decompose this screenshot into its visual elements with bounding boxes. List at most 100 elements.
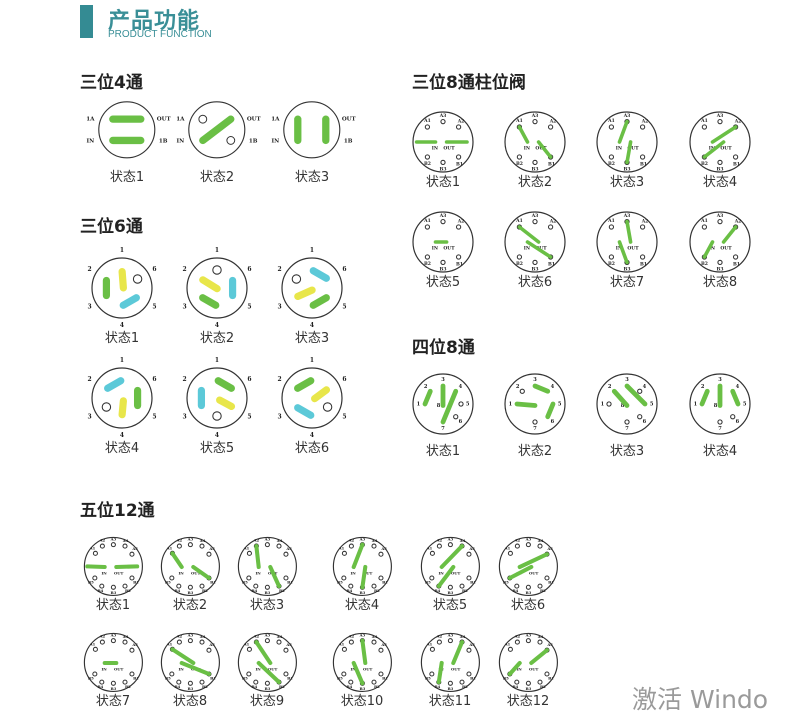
- port-label-B3: B3: [717, 167, 724, 173]
- port-label-B1: B1: [287, 675, 293, 680]
- port-label-A2: A2: [549, 119, 557, 125]
- port-hole-B5: [91, 575, 97, 581]
- port-label-1: 1: [509, 402, 513, 408]
- valve-diagram-svg: A1A2A3A4A5B1B2B3B4B5INOUT: [332, 632, 392, 692]
- port-hole-A1: [92, 550, 98, 556]
- port-label-A5: A5: [468, 642, 475, 647]
- port-hole-A3: [447, 637, 453, 643]
- port-hole-B3: [264, 680, 270, 686]
- port-label-B2: B2: [516, 261, 523, 267]
- port-label-A2: A2: [641, 219, 649, 225]
- port-hole-B2: [537, 583, 543, 589]
- port-hole-B1: [732, 254, 739, 260]
- port-label-2: 2: [277, 376, 281, 383]
- port-label-A1: A1: [337, 545, 344, 550]
- port-label-7: 7: [533, 426, 537, 432]
- port-hole-A5: [378, 647, 384, 653]
- valve-state-diagram: A1A2A3A4A5B1B2B3B4B5INOUT: [482, 520, 575, 613]
- port-label-B2: B2: [701, 161, 708, 167]
- port-hole-A3: [264, 541, 270, 547]
- port-label-A3: A3: [186, 632, 193, 637]
- valve-state-diagram: A1A3A2B2B3B1INOUT: [579, 194, 675, 290]
- port-label-1: 1: [694, 402, 698, 408]
- port-label-A2: A2: [513, 633, 520, 638]
- port-hole-B2: [516, 154, 523, 160]
- state-label: 状态2: [199, 331, 235, 346]
- valve-state-diagram: A1A3A2B2B3B1INOUT: [579, 94, 675, 190]
- port-label-8: 8: [437, 403, 441, 409]
- port-hole-A1: [341, 646, 347, 652]
- state-label: 状态6: [517, 275, 553, 290]
- port-hole-1: [212, 265, 222, 275]
- port-label-IN: IN: [255, 570, 261, 575]
- port-label-A4: A4: [275, 633, 282, 638]
- port-hole-B3: [525, 680, 531, 686]
- valve-diagram-svg: 12345678: [596, 373, 658, 435]
- port-hole-B1: [283, 671, 289, 677]
- valve-state-diagram: 123456: [74, 240, 170, 336]
- state-label: 状态1: [425, 444, 461, 459]
- port-hole-B1: [732, 154, 739, 160]
- port-label-A3: A3: [186, 536, 193, 541]
- port-hole-6: [730, 414, 736, 420]
- port-hole-B1: [129, 671, 135, 677]
- port-hole-6: [453, 414, 459, 420]
- port-label-1: 1: [417, 402, 421, 408]
- port-hole-B3: [447, 584, 453, 590]
- port-label-A3: A3: [109, 536, 116, 541]
- port-hole-B1: [639, 254, 646, 260]
- port-label-B3: B3: [525, 686, 531, 691]
- flow-path-3-4: [199, 294, 220, 309]
- port-label-2: 2: [182, 266, 186, 273]
- port-label-A5: A5: [546, 546, 553, 551]
- port-label-6: 6: [152, 266, 156, 273]
- port-label-IN: IN: [350, 666, 356, 671]
- section-title-3pos-4way: 三位4通: [80, 73, 143, 93]
- port-label-IN: IN: [350, 570, 356, 575]
- port-label-B3: B3: [624, 267, 631, 273]
- port-label-A2: A2: [734, 119, 742, 125]
- flow-path-A1-OUT: [517, 225, 541, 244]
- port-hole-A3: [717, 118, 723, 125]
- flow-path-OUT-B4: [436, 564, 455, 588]
- port-hole-5: [322, 402, 333, 412]
- flow-path-1-6: [309, 267, 330, 282]
- port-hole-A2: [348, 639, 354, 645]
- valve-diagram-svg: A1A3A2B2B3B1INOUT: [412, 111, 474, 173]
- port-label-B4: B4: [434, 684, 440, 689]
- port-hole-B2: [516, 254, 523, 260]
- port-hole-A2: [639, 224, 646, 230]
- port-hole-B2: [608, 154, 615, 160]
- valve-diagram-svg: A1A3A2B2B3B1INOUT: [689, 111, 751, 173]
- valve-state-diagram: 12345678: [579, 356, 675, 452]
- port-hole-B3: [532, 159, 538, 166]
- port-label-B5: B5: [424, 675, 430, 680]
- port-label-5: 5: [466, 402, 470, 408]
- port-label-IN: IN: [524, 246, 530, 252]
- port-hole-A3: [717, 218, 723, 225]
- port-label-OUT: OUT: [114, 666, 124, 671]
- port-label-1B: 1B: [159, 139, 168, 145]
- flow-path-C-6: [311, 386, 331, 403]
- port-label-B5: B5: [87, 579, 93, 584]
- port-hole-B5: [428, 671, 434, 677]
- port-hole-A4: [276, 639, 282, 645]
- port-label-B1: B1: [548, 162, 555, 168]
- valve-diagram-svg: 1AOUTIN1B: [176, 101, 262, 159]
- port-hole-2: [519, 388, 525, 394]
- port-hole-5: [458, 401, 464, 407]
- port-label-3: 3: [182, 303, 186, 310]
- port-label-A5: A5: [380, 642, 387, 647]
- port-label-B2: B2: [540, 588, 546, 593]
- port-hole-A5: [206, 647, 212, 653]
- port-hole-B2: [537, 679, 543, 685]
- valve-state-diagram: A1A3A2B2B3B1INOUT: [672, 194, 768, 290]
- port-label-A5: A5: [380, 546, 387, 551]
- port-hole-B2: [424, 254, 431, 260]
- port-hole-B4: [252, 583, 258, 589]
- port-label-A1: A1: [425, 545, 432, 550]
- port-label-A2: A2: [734, 219, 742, 225]
- port-label-6: 6: [247, 376, 251, 383]
- flow-path-B2-OUT: [702, 140, 726, 159]
- port-label-A1: A1: [88, 641, 95, 646]
